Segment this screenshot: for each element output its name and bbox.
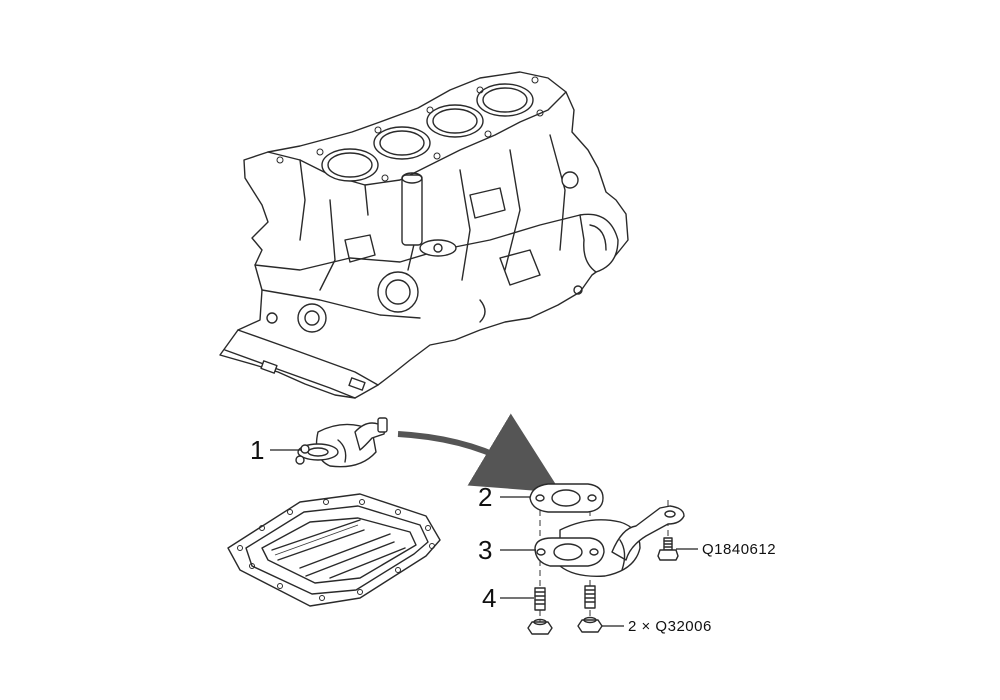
engine-block-illustration (219, 71, 629, 399)
callout-1: 1 (250, 435, 264, 465)
oil-strainer-small (295, 417, 388, 468)
pointer-arrow (397, 413, 562, 493)
oil-strainer-part (534, 505, 685, 577)
nut-part-code: 2 × Q32006 (628, 618, 712, 635)
bolt-part-code: Q1840612 (702, 541, 776, 558)
stud-part-right (584, 585, 596, 609)
oil-pan-illustration (227, 493, 441, 607)
nut-part-right (577, 616, 603, 633)
callout-3: 3 (478, 535, 492, 565)
callout-4: 4 (482, 583, 496, 613)
stud-part-left (534, 587, 546, 611)
bolt-part (657, 537, 679, 561)
gasket-part (529, 483, 604, 513)
callout-2: 2 (478, 482, 492, 512)
nut-part-left (527, 618, 553, 635)
cylinder-bores (321, 83, 534, 182)
